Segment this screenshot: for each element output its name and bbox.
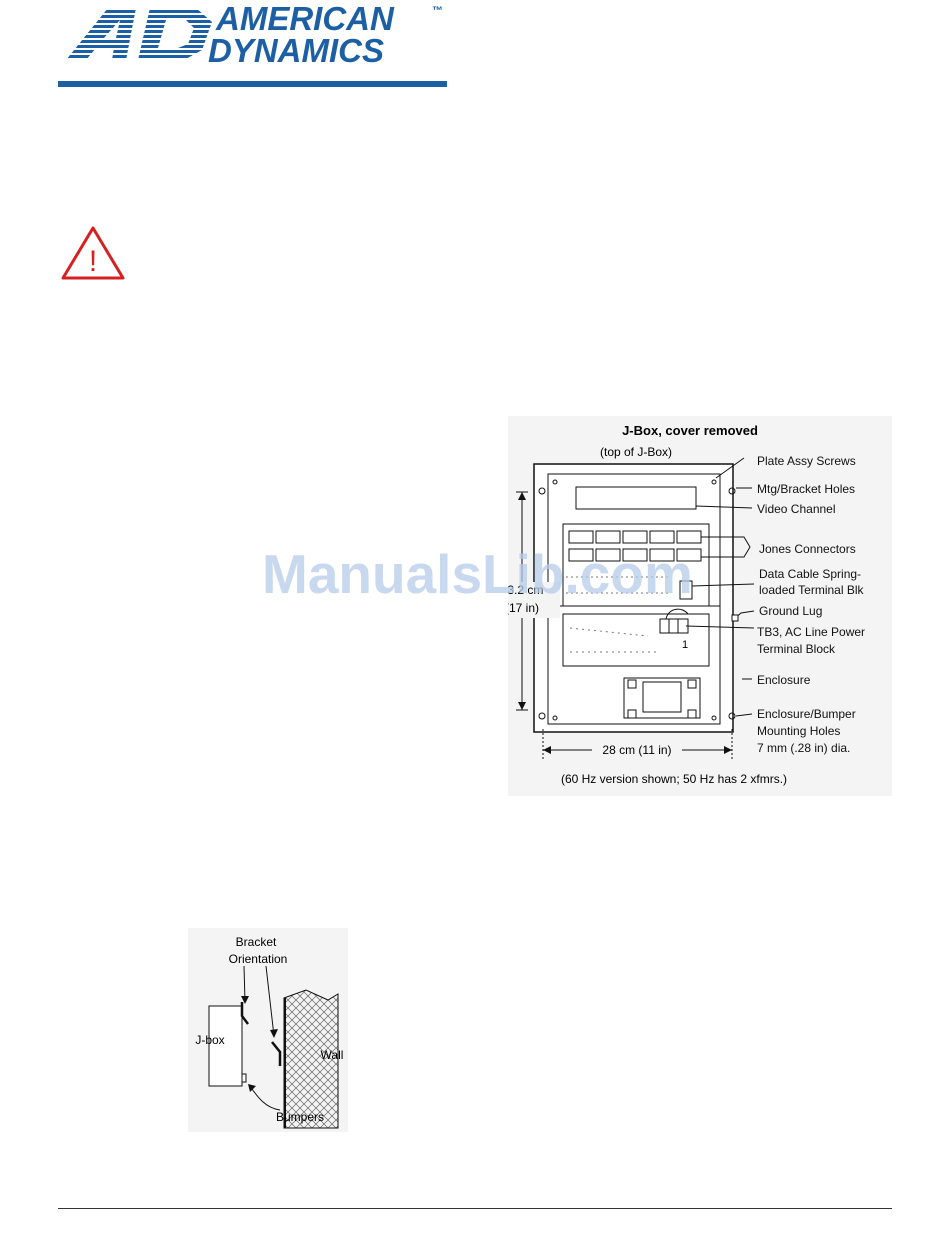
- callout-bumper-1: Enclosure/Bumper: [757, 707, 856, 721]
- bracket-label-2: Orientation: [229, 952, 288, 966]
- callout-bumper-2: Mounting Holes: [757, 724, 840, 738]
- wall-label: Wall: [321, 1048, 344, 1062]
- bracket-label-1: Bracket: [236, 935, 277, 949]
- brand-line-2: DYNAMICS: [208, 32, 384, 69]
- trademark-symbol: ™: [432, 5, 443, 17]
- tb-number: 1: [682, 639, 688, 651]
- height-dim-cm: 43.2 cm: [508, 583, 543, 597]
- mtg-hole: [538, 712, 546, 720]
- logo-underline: [58, 81, 447, 87]
- power-board: [562, 613, 710, 667]
- callout-tb3-2: Terminal Block: [757, 642, 836, 656]
- tb3-terminal-block: [659, 618, 689, 634]
- bumper: [241, 1073, 247, 1083]
- jbox-label: J-box: [195, 1033, 224, 1047]
- data-terminal-block: [679, 580, 693, 600]
- footer-rule: [58, 1208, 892, 1209]
- mtg-hole: [728, 712, 736, 720]
- callout-enclosure: Enclosure: [757, 673, 811, 687]
- callout-jones: Jones Connectors: [759, 542, 856, 556]
- jbox-title: J-Box, cover removed: [622, 423, 758, 438]
- warning-exclamation: !: [89, 245, 97, 278]
- height-dim-in: (17 in): [508, 601, 539, 615]
- jbox-caption: (60 Hz version shown; 50 Hz has 2 xfmrs.…: [561, 772, 787, 786]
- ad-monogram-icon: [66, 8, 212, 60]
- jones-connectors: [568, 530, 702, 562]
- jbox-top-label: (top of J-Box): [600, 445, 672, 459]
- callout-video-channel: Video Channel: [757, 502, 836, 516]
- jbox-bracket: [240, 1002, 249, 1025]
- bumpers-label: Bumpers: [276, 1110, 324, 1124]
- american-dynamics-logo: AMERICAN DYNAMICS ™: [66, 0, 443, 69]
- manualslib-watermark: ManualsLib.com: [262, 543, 693, 605]
- callout-mtg-holes: Mtg/Bracket Holes: [757, 482, 855, 496]
- video-channel: [575, 486, 697, 510]
- callout-plate-screws: Plate Assy Screws: [757, 454, 856, 468]
- width-dim: 28 cm (11 in): [602, 743, 671, 757]
- ground-lug: [731, 614, 739, 622]
- wall-bracket: [271, 1041, 282, 1066]
- callout-data-cable-1: Data Cable Spring-: [759, 567, 861, 581]
- callout-data-cable-2: loaded Terminal Blk: [759, 583, 865, 597]
- brand-line-1: AMERICAN: [215, 0, 395, 37]
- callout-tb3-1: TB3, AC Line Power: [757, 625, 865, 639]
- warning-triangle-icon: !: [61, 226, 125, 280]
- callout-ground-lug: Ground Lug: [759, 604, 822, 618]
- jbox-diagram: J-Box, cover removed (top of J-Box) 1: [508, 416, 892, 796]
- mtg-hole: [728, 487, 736, 495]
- callout-bumper-3: 7 mm (.28 in) dia.: [757, 741, 850, 755]
- jbox-side: [208, 1005, 243, 1087]
- mtg-hole: [538, 487, 546, 495]
- bracket-orientation-diagram: Bracket Orientation J-box Wall Bumpers: [188, 928, 348, 1132]
